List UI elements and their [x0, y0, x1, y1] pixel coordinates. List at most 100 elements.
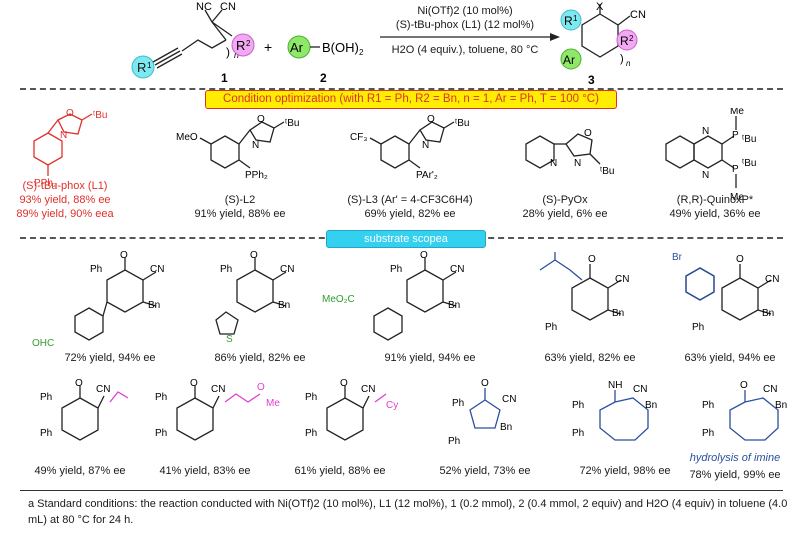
svg-text:O: O — [66, 108, 74, 119]
svg-text:Bn: Bn — [645, 400, 657, 411]
svg-text:ᵗBu: ᵗBu — [742, 158, 756, 169]
svg-text:PPh₂: PPh₂ — [34, 178, 57, 189]
product-label: 3 — [588, 73, 595, 87]
svg-text:Ph: Ph — [40, 392, 52, 403]
svg-text:CN: CN — [633, 384, 647, 395]
svg-text:O: O — [736, 254, 744, 265]
ligand-l1-result-1: 93% yield, 88% ee — [19, 194, 111, 206]
svg-text:O: O — [257, 382, 265, 393]
boronic-acid: B(OH) — [322, 40, 359, 55]
svg-text:CN: CN — [630, 9, 646, 21]
svg-text:N: N — [60, 130, 67, 141]
ligand-quinoxp-structure — [665, 116, 737, 188]
scope-yield-3: 91% yield, 94% ee — [384, 352, 476, 364]
svg-text:N: N — [574, 158, 581, 169]
product-ring — [581, 13, 619, 58]
svg-text:Bn: Bn — [278, 300, 290, 311]
svg-text:R: R — [564, 14, 573, 28]
svg-text:2: 2 — [629, 34, 634, 43]
svg-text:O: O — [250, 250, 258, 261]
svg-text:Ph: Ph — [702, 428, 714, 439]
svg-text:NC: NC — [196, 1, 212, 13]
svg-text:Cy: Cy — [386, 400, 398, 411]
svg-text:N: N — [702, 170, 709, 181]
svg-text:N: N — [550, 158, 557, 169]
hydrolysis-note: hydrolysis of imine — [689, 452, 781, 464]
svg-text:ᵗBu: ᵗBu — [600, 166, 614, 177]
svg-text:ᵗBu: ᵗBu — [285, 118, 299, 129]
svg-text:CF₃: CF₃ — [350, 132, 367, 143]
svg-text:O: O — [740, 380, 748, 391]
reactant1-label: 1 — [221, 71, 228, 85]
svg-text:2: 2 — [359, 48, 364, 57]
svg-text:CN: CN — [361, 384, 375, 395]
svg-text:Bn: Bn — [448, 300, 460, 311]
svg-text:P: P — [732, 164, 739, 175]
svg-text:O: O — [420, 250, 428, 261]
condition-line-3: H2O (4 equiv.), toluene, 80 °C — [391, 44, 539, 56]
svg-text:Me: Me — [730, 192, 744, 203]
ligand-structures: O N ᵗBu PPh₂ MeO O N ᵗBu PPh₂ CF₃ O N ᵗB… — [33, 108, 756, 203]
ligand-l3-structure — [369, 121, 455, 169]
svg-text:PPh₂: PPh₂ — [245, 170, 268, 181]
optimization-banner: Condition optimization (with R1 = Ph, R2… — [205, 90, 617, 109]
scope-yield-1: 72% yield, 94% ee — [64, 352, 156, 364]
plus-sign: + — [264, 39, 272, 55]
r1-label: R — [137, 60, 146, 75]
substrate-scope-banner: substrate scopea — [326, 230, 486, 248]
svg-text:CN: CN — [211, 384, 225, 395]
svg-text:Ar: Ar — [563, 53, 575, 67]
condition-line-2: (S)-tBu-phox (L1) (12 mol%) — [395, 19, 535, 31]
svg-text:ᵗBu: ᵗBu — [455, 118, 469, 129]
svg-text:CN: CN — [450, 264, 464, 275]
r2-bubble — [231, 33, 255, 57]
svg-text:Ph: Ph — [692, 322, 704, 333]
svg-text:P: P — [732, 130, 739, 141]
svg-text:Ph: Ph — [90, 264, 102, 275]
svg-text:CN: CN — [615, 274, 629, 285]
svg-text:Ph: Ph — [305, 392, 317, 403]
scope-yield-6: 49% yield, 87% ee — [34, 465, 126, 477]
svg-text:Ph: Ph — [452, 398, 464, 409]
svg-text:CN: CN — [220, 1, 236, 13]
svg-text:Bn: Bn — [612, 308, 624, 319]
svg-text:Me: Me — [730, 108, 744, 117]
ligand-l3-result: 69% yield, 82% ee — [364, 208, 456, 220]
reaction-scheme: R 1 ) n NC CN R 2 1 + Ar B(OH) 2 2 X CN … — [131, 1, 646, 87]
svg-text:Ph: Ph — [40, 428, 52, 439]
r1-bubble — [131, 55, 155, 79]
svg-text:NH: NH — [608, 380, 622, 391]
svg-text:O: O — [75, 378, 83, 389]
svg-text:CN: CN — [150, 264, 164, 275]
ligand-quinoxp-name: (R,R)-QuinoxP* — [676, 194, 754, 206]
svg-text:O: O — [588, 254, 596, 265]
svg-text:Ph: Ph — [448, 436, 460, 447]
svg-text:MeO: MeO — [176, 132, 198, 143]
ligand-pyox-name: (S)-PyOx — [542, 194, 588, 206]
svg-text:n: n — [626, 59, 631, 68]
svg-text:R: R — [620, 34, 629, 48]
svg-text:O: O — [340, 378, 348, 389]
ligand-l1-structure — [33, 113, 93, 176]
scope-yield-5: 63% yield, 94% ee — [684, 352, 776, 364]
svg-text:R: R — [236, 38, 245, 53]
svg-text:N: N — [422, 140, 429, 151]
svg-text:Ar: Ar — [290, 40, 304, 55]
svg-text:ᵗBu: ᵗBu — [742, 134, 756, 145]
svg-text:PAr'₂: PAr'₂ — [416, 170, 438, 181]
svg-text:Br: Br — [672, 252, 683, 263]
svg-text:CN: CN — [280, 264, 294, 275]
ligand-l1-name: (S)-tBu-phox (L1) — [22, 180, 108, 192]
divider-footnote — [20, 490, 783, 491]
svg-text:Ph: Ph — [155, 392, 167, 403]
condition-line-1: Ni(OTf)2 (10 mol%) — [417, 5, 513, 17]
svg-text:O: O — [584, 128, 592, 139]
svg-text:Bn: Bn — [148, 300, 160, 311]
scope-yield-8: 61% yield, 88% ee — [294, 465, 386, 477]
ligand-l2-structure — [199, 121, 285, 169]
ligand-pyox-structure — [525, 133, 601, 169]
reactant2-label: 2 — [320, 71, 327, 85]
svg-text:Ph: Ph — [702, 400, 714, 411]
ligand-l1-result-2: 89% yield, 90% eea — [16, 208, 114, 220]
